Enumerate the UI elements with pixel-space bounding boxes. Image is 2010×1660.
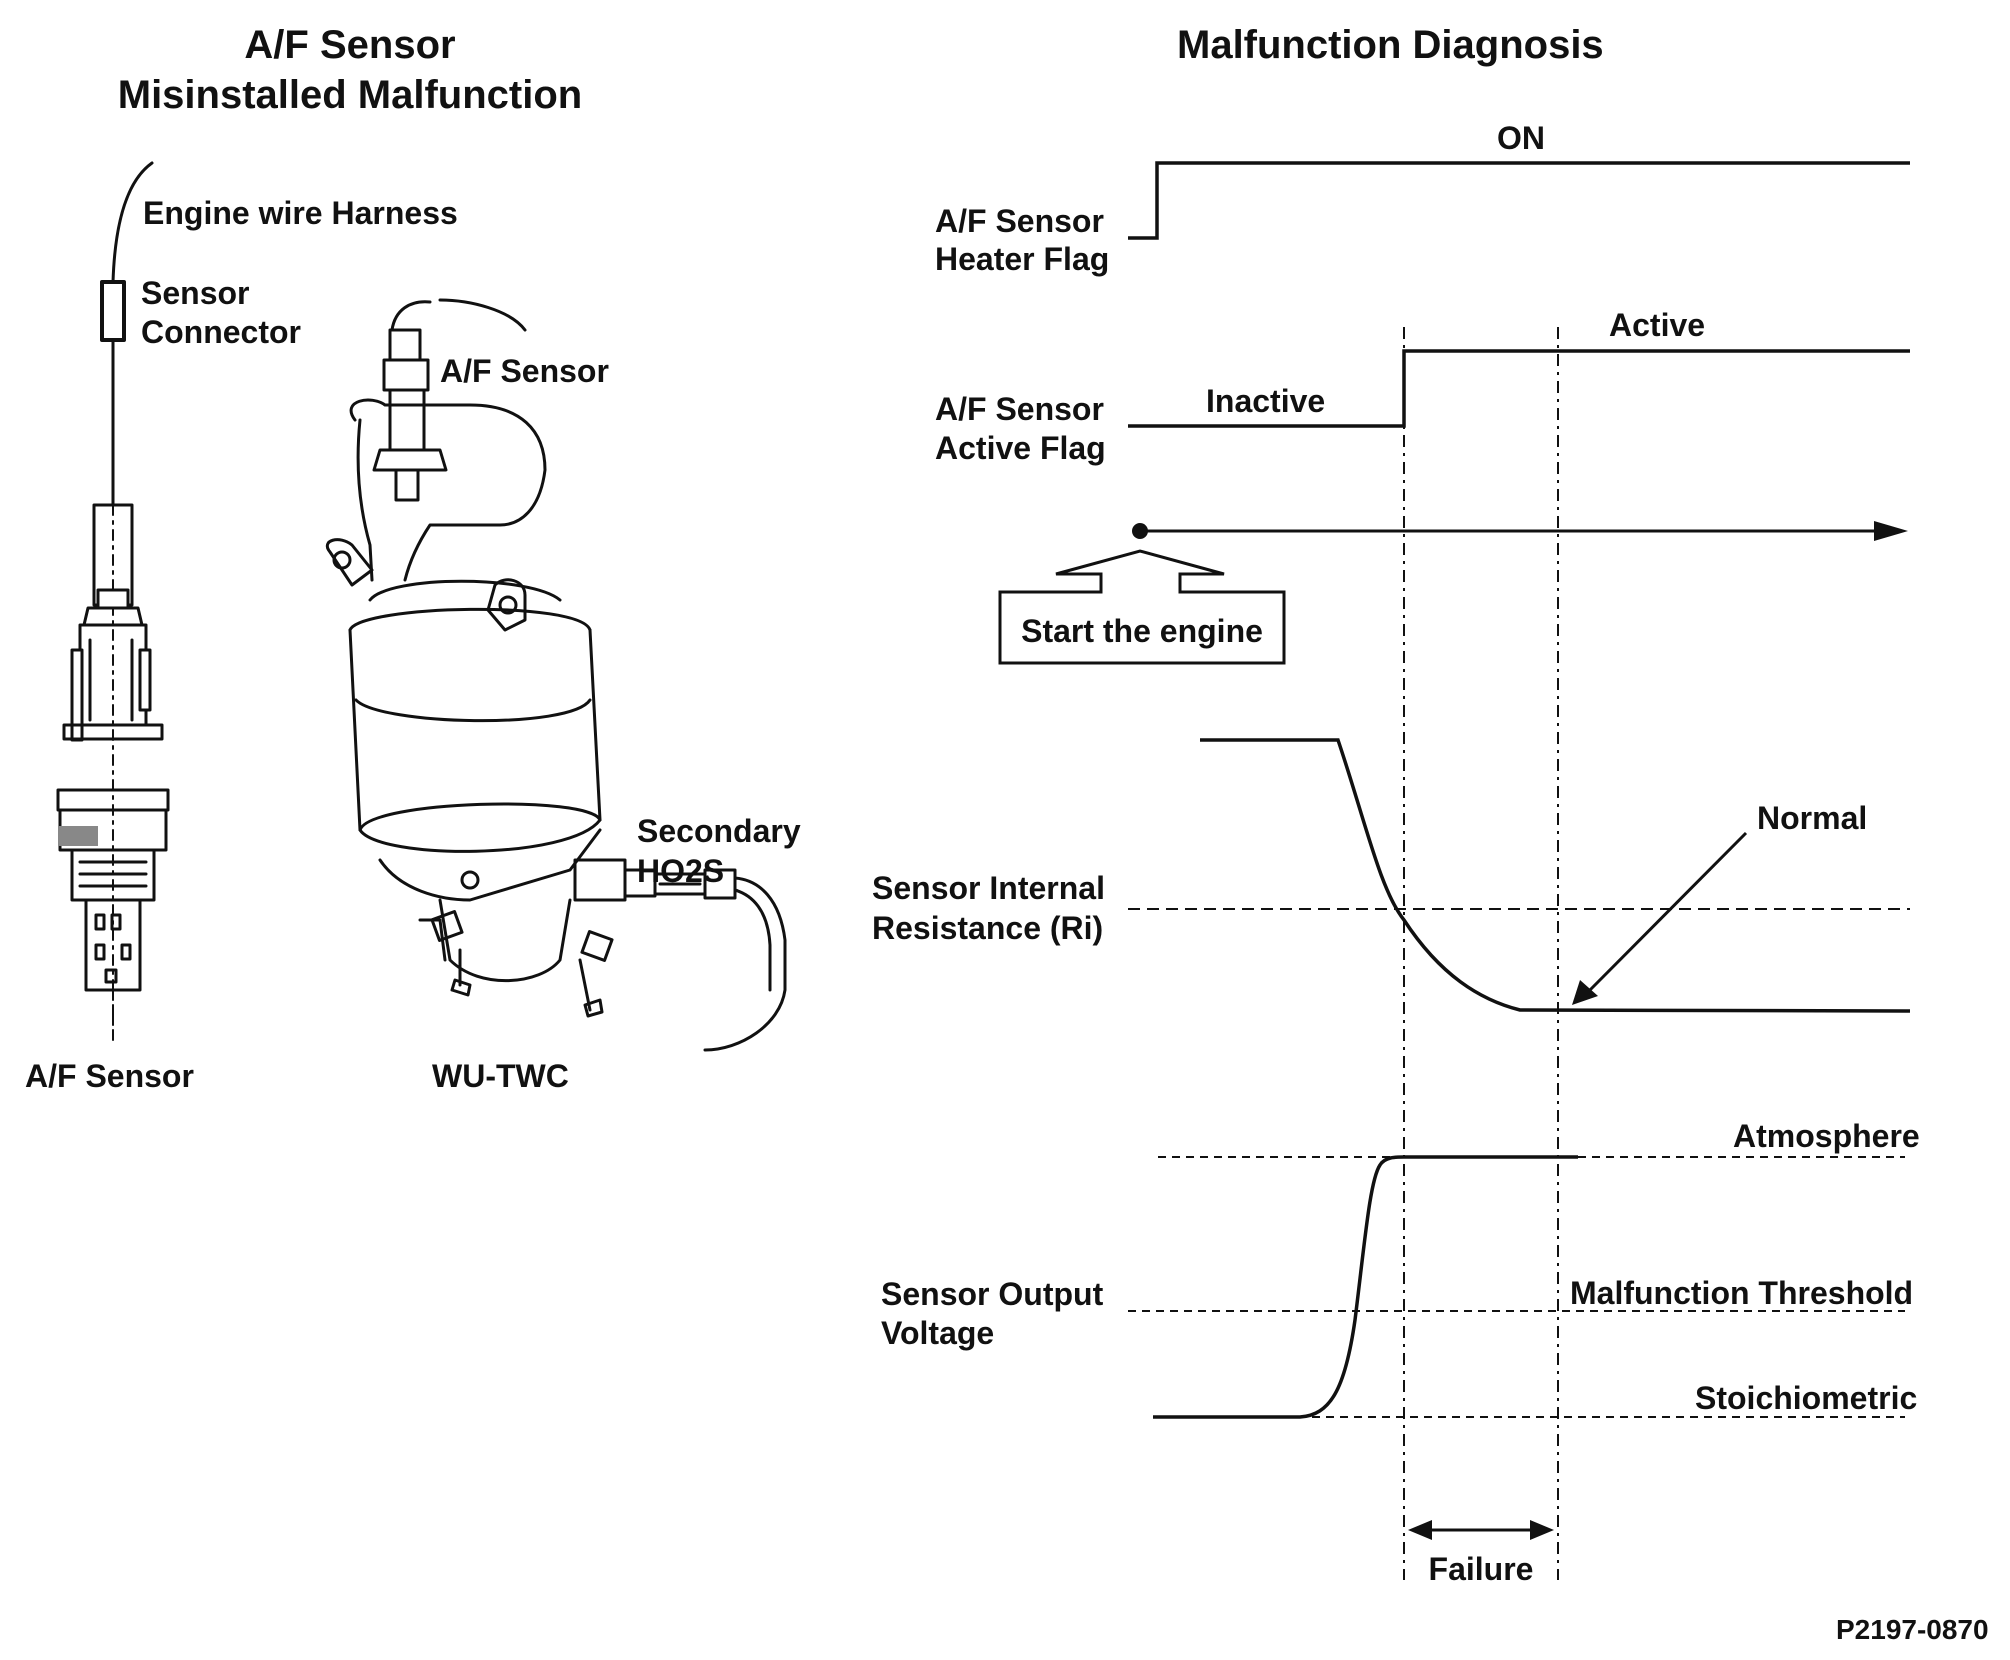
af-sensor-drawing [56, 503, 170, 1041]
engine-wire-harness-label: Engine wire Harness [143, 195, 458, 231]
failure-label: Failure [1428, 1551, 1534, 1587]
resistance-label-line2: Resistance (Ri) [872, 910, 1104, 946]
atmosphere-label: Atmosphere [1733, 1118, 1920, 1154]
wu-twc-drawing [326, 298, 787, 1052]
af-sensor-bottom-label: A/F Sensor [25, 1058, 194, 1094]
heater-flag-label-line1: A/F Sensor [935, 203, 1104, 239]
voltage-label-line1: Sensor Output [881, 1276, 1104, 1312]
figure-id: P2197-0870 [1836, 1614, 1989, 1645]
active-flag-label-line1: A/F Sensor [935, 391, 1104, 427]
sensor-connector-label-line2: Connector [141, 314, 301, 350]
heater-flag-signal [1128, 161, 1910, 240]
active-flag-active-label: Active [1609, 307, 1706, 343]
time-axis-arrowhead [1874, 521, 1908, 541]
active-flag-label-line2: Active Flag [935, 430, 1106, 466]
active-flag-signal [1128, 349, 1910, 428]
engine-wire-harness [111, 161, 154, 284]
wu-twc-label: WU-TWC [432, 1058, 569, 1094]
secondary-ho2s-label-line1: Secondary [637, 813, 801, 849]
voltage-label-line2: Voltage [881, 1315, 995, 1351]
heater-flag-label-line2: Heater Flag [935, 241, 1110, 277]
right-title: Malfunction Diagnosis [1177, 23, 1604, 67]
start-engine-callout [998, 549, 1286, 665]
malfunction-threshold-label: Malfunction Threshold [1570, 1275, 1914, 1311]
active-flag-inactive-label: Inactive [1206, 383, 1326, 419]
voltage-curve [1153, 1155, 1578, 1419]
resistance-curve [1200, 738, 1911, 1013]
start-engine-label: Start the engine [1021, 613, 1263, 649]
stoichiometric-label: Stoichiometric [1695, 1380, 1918, 1416]
engine-start-point [1132, 523, 1148, 539]
resistance-label-line1: Sensor Internal [872, 870, 1105, 906]
heater-flag-on-label: ON [1497, 120, 1545, 156]
sensor-connector-label-line1: Sensor [141, 275, 250, 311]
left-title-line1: A/F Sensor [244, 23, 456, 67]
af-sensor-top-label: A/F Sensor [440, 353, 609, 389]
secondary-ho2s-label-line2: HO2S [637, 853, 725, 889]
normal-label: Normal [1757, 800, 1868, 836]
normal-arrow [1586, 831, 1748, 994]
left-title-line2: Misinstalled Malfunction [117, 73, 583, 117]
